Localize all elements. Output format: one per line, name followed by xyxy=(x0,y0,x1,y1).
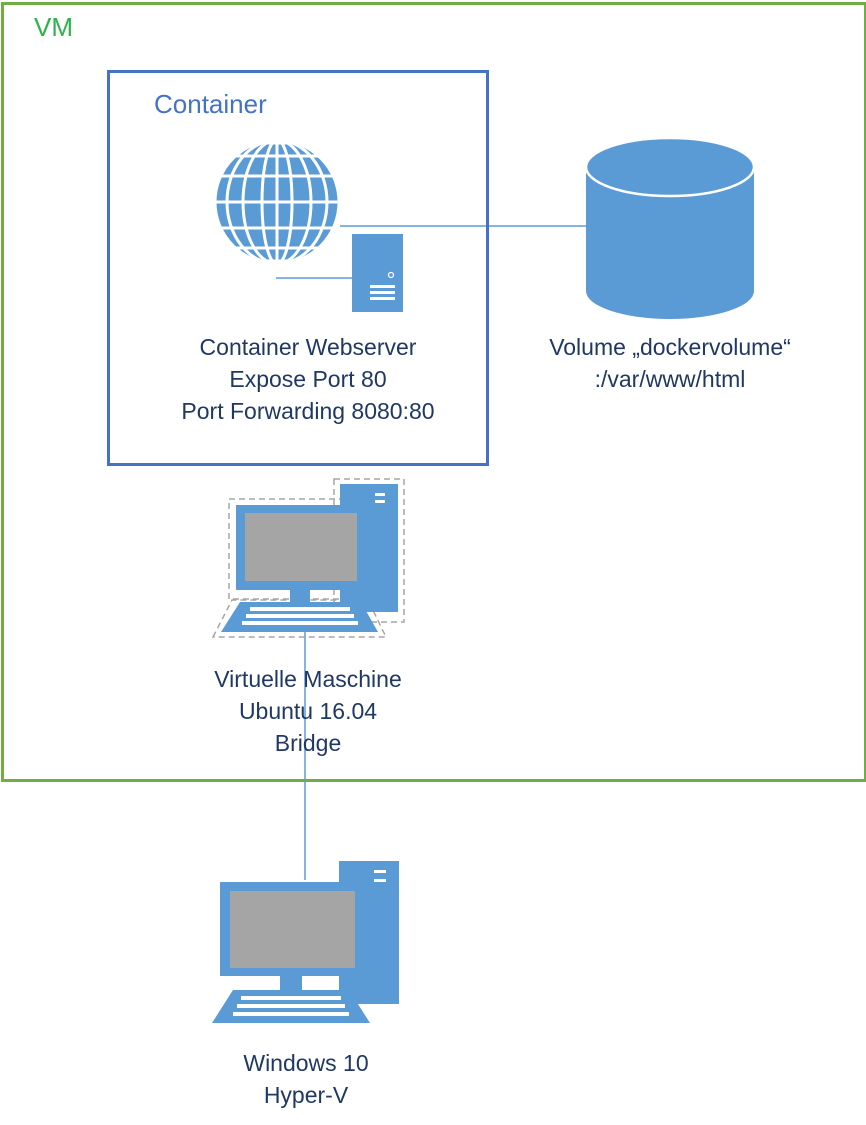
caption-line: Windows 10 xyxy=(243,1050,369,1076)
caption-line: Hyper-V xyxy=(263,1082,349,1108)
virtual-machine-caption: Virtuelle Maschine Ubuntu 16.04 Bridge xyxy=(158,663,458,759)
container-boundary xyxy=(107,70,489,466)
vm-label: VM xyxy=(34,12,73,42)
vm-boundary xyxy=(1,2,866,782)
globe-icon xyxy=(213,138,341,266)
database-cylinder-icon xyxy=(584,136,756,319)
caption-line: :/var/www/html xyxy=(594,366,746,392)
caption-line: Bridge xyxy=(274,730,342,756)
volume-caption: Volume „dockervolume“ :/var/www/html xyxy=(520,331,820,395)
webserver-caption: Container Webserver Expose Port 80 Port … xyxy=(158,331,458,427)
caption-line: Container Webserver xyxy=(199,334,417,360)
caption-line: Virtuelle Maschine xyxy=(214,666,402,692)
caption-line: Expose Port 80 xyxy=(229,366,387,392)
caption-line: Ubuntu 16.04 xyxy=(238,698,378,724)
caption-line: Volume „dockervolume“ xyxy=(549,334,791,360)
caption-line: Port Forwarding 8080:80 xyxy=(181,398,435,424)
desktop-computer-icon xyxy=(212,861,399,1023)
host-caption: Windows 10 Hyper-V xyxy=(156,1047,456,1111)
server-icon xyxy=(276,234,403,312)
desktop-computer-icon xyxy=(211,478,405,638)
container-label: Container xyxy=(154,89,267,119)
